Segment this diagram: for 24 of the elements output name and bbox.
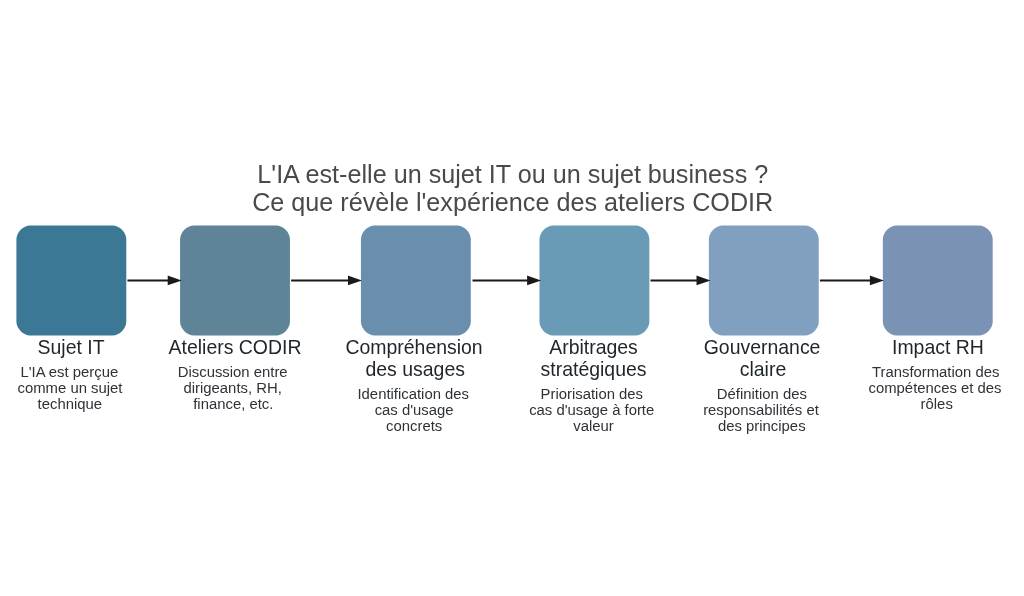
arrow	[471, 275, 542, 285]
node-box	[708, 225, 819, 335]
node-label: Définition des responsabilités et des principes	[703, 385, 819, 434]
node-box	[360, 225, 471, 335]
arrow	[818, 275, 884, 285]
node-label: Arbitrages stratégiques	[540, 335, 647, 380]
arrow	[649, 275, 711, 285]
node-label: Sujet IT	[37, 335, 105, 358]
node-label: Discussion entre dirigeants, RH, finance, etc.	[177, 363, 288, 412]
node-label: Compréhension des usages	[345, 335, 483, 380]
node-box	[539, 225, 650, 335]
node-label: Ateliers CODIR	[168, 335, 302, 358]
node-label: Impact RH	[891, 335, 984, 358]
arrow	[126, 275, 182, 285]
node-label: Identification des cas d'usage concrets	[357, 385, 470, 434]
node-label: Gouvernance claire	[703, 335, 821, 380]
arrow	[290, 275, 362, 285]
node-box	[180, 225, 290, 335]
node-box	[882, 225, 993, 335]
node-box	[16, 225, 127, 335]
node-label: L'IA est perçue comme un sujet technique	[17, 363, 123, 412]
node-label: Priorisation des cas d'usage à forte valeur	[529, 385, 655, 434]
diagram-title: L'IA est-elle un sujet IT ou un sujet business ? Ce que révèle l'expérience des ateliers CODIR	[252, 159, 774, 216]
node-label: Transformation des compétences et des rôles	[868, 363, 1002, 412]
